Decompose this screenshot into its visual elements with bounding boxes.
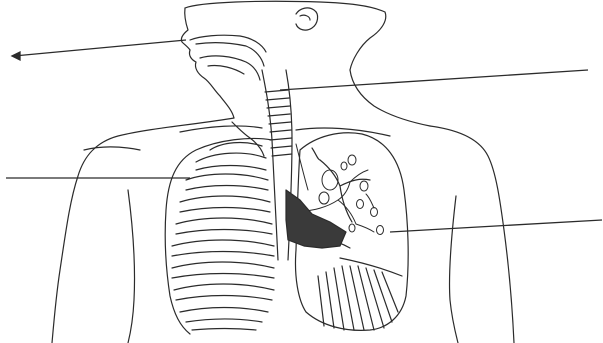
neck-outline — [220, 70, 430, 126]
rib-cage — [165, 138, 274, 334]
leader-arrowhead — [12, 52, 20, 60]
heart-region — [286, 144, 346, 248]
leader-lung — [390, 220, 602, 232]
leader-nasal-cavity — [14, 40, 186, 56]
torso-outline — [52, 118, 514, 343]
label-leaders — [6, 40, 602, 232]
leader-trachea — [280, 70, 588, 90]
nasal-cavity — [190, 35, 266, 80]
head-outline — [181, 1, 385, 96]
